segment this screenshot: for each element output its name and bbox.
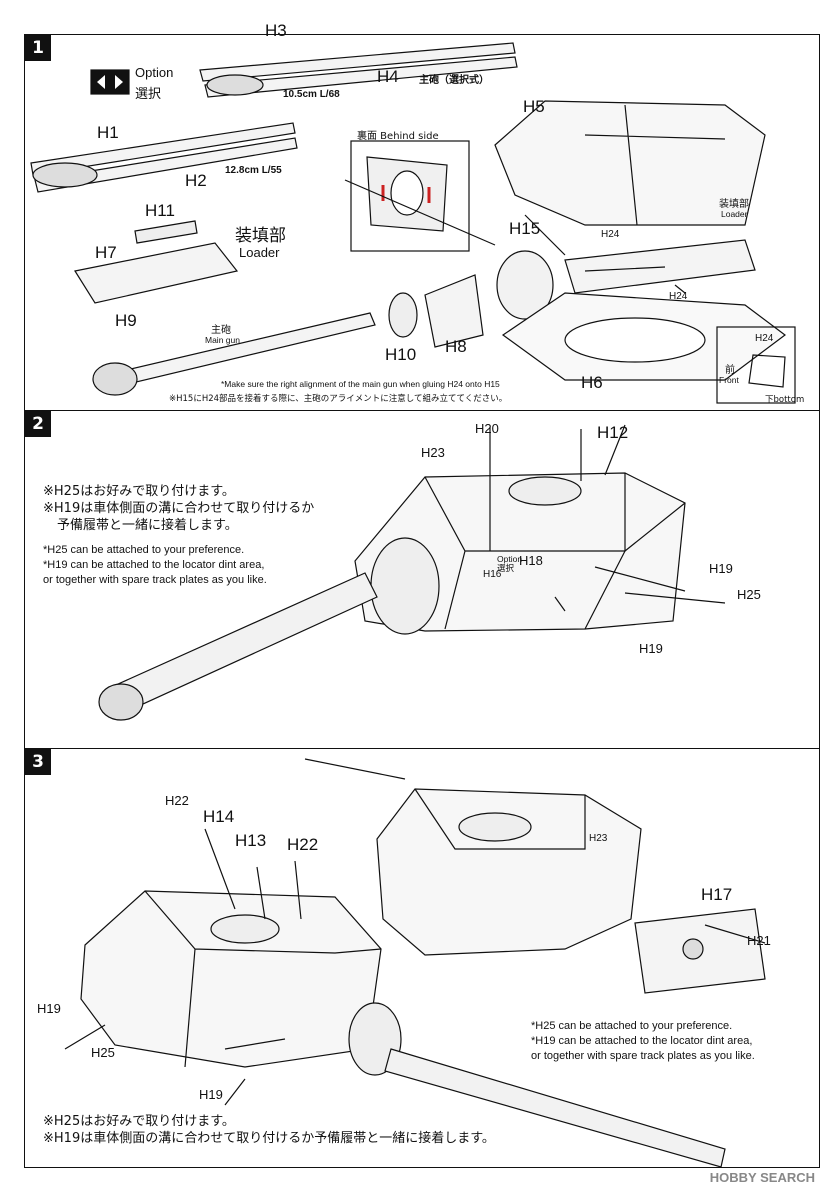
part-label-h20: H20 bbox=[475, 421, 499, 436]
option-jp-label: 選択 bbox=[497, 564, 515, 574]
step3-en-note-2: *H19 can be attached to the locator dint… bbox=[531, 1035, 753, 1047]
part-label-h10: H10 bbox=[385, 345, 417, 364]
step-number: 1 bbox=[25, 35, 51, 61]
step3-jp-notes: ※H25はお好みで取り付けます。 ※H19は車体側面の溝に合わせて取り付けるか予… bbox=[43, 1113, 495, 1147]
step1-note-jp: ※H15にH24部品を接着する際に、主砲のアライメントに注意して組み立ててくださ… bbox=[169, 394, 508, 404]
part-label-h24-b: H24 bbox=[669, 291, 688, 302]
step2-en-note-2: *H19 can be attached to the locator dint… bbox=[43, 559, 265, 571]
part-label-h11: H11 bbox=[145, 201, 175, 220]
part-label-h16: H16 bbox=[483, 569, 502, 580]
main-gun-option-label: 主砲（選択式） bbox=[419, 75, 489, 86]
part-label-h24-a: H24 bbox=[601, 229, 620, 240]
part-label-h24-inset: H24 bbox=[755, 333, 774, 344]
step2-en-notes: *H25 can be attached to your preference.… bbox=[43, 543, 267, 588]
part-label-h19-a: H19 bbox=[37, 1001, 61, 1016]
loader-en-label: Loader bbox=[239, 245, 280, 260]
behind-side-label: 裏面 Behind side bbox=[357, 131, 439, 142]
step3-jp-note-2: ※H19は車体側面の溝に合わせて取り付けるか予備履帯と一緒に接着します。 bbox=[43, 1131, 495, 1146]
step-number: 2 bbox=[25, 411, 51, 437]
behind-side-inset bbox=[350, 140, 470, 252]
step-number: 3 bbox=[25, 749, 51, 775]
step-1-drawing bbox=[30, 42, 796, 404]
watermark: HOBBY SEARCH bbox=[709, 1170, 815, 1185]
part-label-h13: H13 bbox=[235, 831, 267, 850]
step2-en-note-1: *H25 can be attached to your preference. bbox=[43, 544, 245, 556]
part-label-h23: H23 bbox=[421, 445, 445, 460]
main-gun bbox=[106, 572, 378, 716]
turret-shell-h5 bbox=[494, 100, 766, 226]
part-label-h7: H7 bbox=[95, 243, 117, 262]
part-label-h5: H5 bbox=[523, 97, 545, 116]
front-jp-label: 前 bbox=[725, 365, 735, 376]
step2-jp-note-1: ※H25はお好みで取り付けます。 bbox=[43, 484, 235, 499]
part-label-h2: H2 bbox=[185, 171, 207, 190]
front-en-label: Front bbox=[719, 375, 739, 385]
part-label-h22-b: H22 bbox=[287, 835, 319, 854]
barrel-h1 bbox=[30, 122, 296, 176]
part-label-h22-a: H22 bbox=[165, 793, 189, 808]
part-label-h17: H17 bbox=[701, 885, 733, 904]
step2-jp-note-3: 予備履帯と一緒に接着します。 bbox=[57, 518, 238, 533]
option-en-label: Option bbox=[135, 65, 174, 80]
part-label-h4: H4 bbox=[377, 67, 399, 86]
bottom-label: 下bottom bbox=[765, 395, 805, 405]
part-label-h9: H9 bbox=[115, 311, 137, 330]
loader-h7 bbox=[74, 242, 239, 304]
step-2-panel: 2 H20 H12 H23 H18 H16 Option 選択 H19 H25 … bbox=[24, 410, 820, 750]
part-label-h19-b: H19 bbox=[639, 641, 663, 656]
main-gun-jp-label: 主砲 bbox=[211, 325, 231, 336]
step-3-panel: 3 H22 H14 H13 H22 H23 H17 H21 H19 H25 H1… bbox=[24, 748, 820, 1168]
part-label-h8: H8 bbox=[445, 337, 467, 356]
part-label-h21: H21 bbox=[747, 933, 771, 948]
loader-small-jp-label: 装填部 bbox=[719, 199, 749, 210]
step2-en-note-3: or together with spare track plates as y… bbox=[43, 574, 267, 586]
part-label-h18: H18 bbox=[519, 553, 543, 568]
h24-orientation-inset bbox=[716, 326, 796, 404]
part-label-h23: H23 bbox=[589, 833, 608, 844]
part-label-h19-b: H19 bbox=[199, 1087, 223, 1102]
part-label-h15: H15 bbox=[509, 219, 541, 238]
part-label-h25: H25 bbox=[737, 587, 761, 602]
loader-jp-label: 装填部 bbox=[235, 226, 286, 246]
part-label-h12: H12 bbox=[597, 423, 629, 442]
option-jp-label: 選択 bbox=[135, 87, 162, 102]
part-label-h25: H25 bbox=[91, 1045, 115, 1060]
step2-jp-notes: ※H25はお好みで取り付けます。 ※H19は車体側面の溝に合わせて取り付けるか … bbox=[43, 483, 314, 534]
loader-small-en-label: Loader bbox=[721, 209, 748, 219]
barrel-h3 bbox=[199, 42, 516, 82]
main-gun bbox=[104, 312, 376, 389]
gun-105-label: 10.5cm L/68 bbox=[283, 89, 340, 100]
step-2-drawing bbox=[98, 424, 726, 721]
step3-en-notes: *H25 can be attached to your preference.… bbox=[531, 1019, 755, 1064]
step3-en-note-3: or together with spare track plates as y… bbox=[531, 1050, 755, 1062]
barrel-h4 bbox=[204, 56, 518, 98]
part-label-h14: H14 bbox=[203, 807, 235, 826]
step2-jp-note-2: ※H19は車体側面の溝に合わせて取り付けるか bbox=[43, 501, 315, 516]
step3-en-note-1: *H25 can be attached to your preference. bbox=[531, 1020, 733, 1032]
step-3-drawing bbox=[64, 758, 766, 1167]
main-gun bbox=[384, 1048, 726, 1167]
option-en-label: Option bbox=[497, 554, 523, 564]
part-label-h6: H6 bbox=[581, 373, 603, 392]
main-gun-en-label: Main gun bbox=[205, 335, 240, 345]
part-label-h1: H1 bbox=[97, 123, 119, 142]
part-label-h19-a: H19 bbox=[709, 561, 733, 576]
part-label-h3: H3 bbox=[265, 21, 287, 40]
barrel-h2 bbox=[34, 137, 298, 193]
step3-jp-note-1: ※H25はお好みで取り付けます。 bbox=[43, 1114, 235, 1129]
step-1-panel: 1 bbox=[24, 21, 820, 412]
gun-128-label: 12.8cm L/55 bbox=[225, 165, 282, 176]
step1-note-en: *Make sure the right alignment of the ma… bbox=[221, 379, 500, 389]
